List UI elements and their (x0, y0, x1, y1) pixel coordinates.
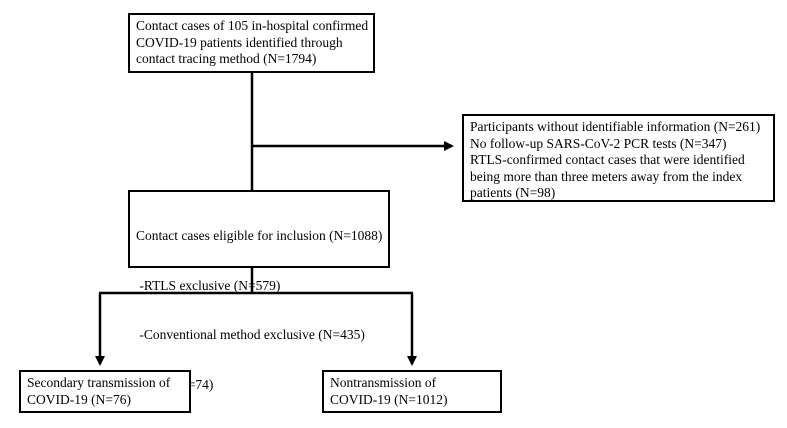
box-secondary-line-1: Secondary transmission of (27, 375, 171, 390)
box-nontransmission-line-1: Nontransmission of (330, 375, 437, 390)
box-eligible: Contact cases eligible for inclusion (N=… (128, 190, 390, 392)
box-excluded-line-4: being more than three meters away from t… (470, 168, 743, 184)
box-eligible-line-3: -Conventional method exclusive (N=435) (136, 327, 365, 342)
box-excluded-line-5: patients (N=98) (470, 185, 556, 200)
box-eligible-line-1: Contact cases eligible for inclusion (N=… (136, 228, 383, 243)
box-contact-cases-line-1: Contact cases of 105 in-hospital confirm… (136, 18, 369, 33)
box-contact-cases-line-2: COVID-19 patients identified through (136, 34, 343, 50)
box-excluded-line-3: RTLS-confirmed contact cases that were i… (470, 152, 745, 167)
box-nontransmission: Nontransmission of COVID-19 (N=1012) (322, 370, 502, 413)
box-excluded-line-2: No follow-up SARS-CoV-2 PCR tests (N=347… (470, 135, 727, 151)
box-contact-cases-line-3: contact tracing method (N=1794) (136, 51, 317, 66)
box-secondary-line-2: COVID-19 (N=76) (27, 391, 131, 407)
box-contact-cases: Contact cases of 105 in-hospital confirm… (128, 13, 375, 73)
box-excluded: Participants without identifiable inform… (462, 114, 775, 202)
box-eligible-line-2: -RTLS exclusive (N=579) (136, 277, 281, 293)
box-excluded-line-1: Participants without identifiable inform… (470, 119, 761, 134)
box-secondary-transmission: Secondary transmission of COVID-19 (N=76… (19, 370, 191, 413)
box-nontransmission-line-2: COVID-19 (N=1012) (330, 391, 448, 407)
